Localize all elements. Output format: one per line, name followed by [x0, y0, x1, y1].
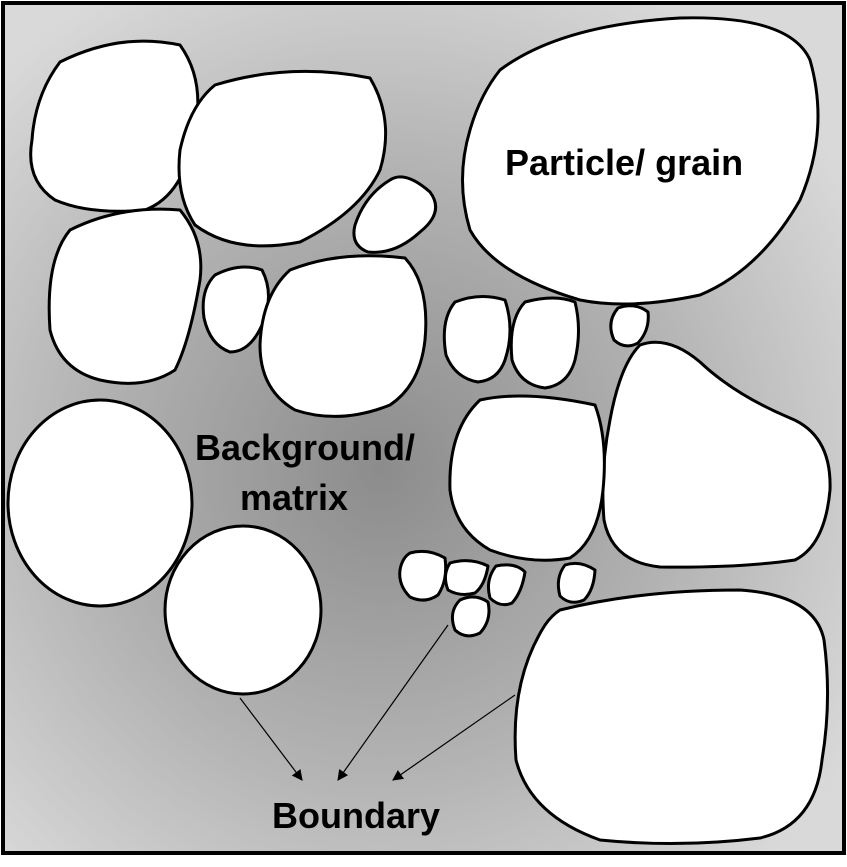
grain-round-lower-left	[163, 524, 323, 696]
boundary-arrow-right	[392, 694, 516, 781]
grain-tiny-cluster-1	[398, 549, 448, 602]
grain-top-center	[177, 69, 388, 248]
background-matrix-label-line1: Background/	[195, 427, 415, 468]
grain-tiny-right	[609, 304, 650, 348]
grain-center-lower	[448, 394, 606, 562]
background-matrix-label-line2: matrix	[240, 477, 348, 518]
grain-left-middle	[47, 207, 203, 385]
grain-tiny-right-lower	[556, 561, 597, 604]
grain-large-bottom-right	[513, 588, 830, 846]
boundary-label: Boundary	[272, 795, 440, 836]
particle-grain-label: Particle/ grain	[505, 142, 743, 183]
boundary-arrow-center	[337, 624, 449, 781]
grain-tiny-cluster-2	[443, 559, 490, 596]
grain-small-left-middle	[201, 265, 270, 354]
grain-small-top-center	[352, 175, 438, 254]
grain-center	[258, 254, 428, 418]
grain-top-left	[29, 39, 200, 213]
grain-tiny-cluster-4	[450, 595, 491, 638]
grain-large-top-right	[461, 16, 820, 306]
grain-small-center-right-1	[442, 295, 512, 384]
grain-tiny-cluster-3	[487, 563, 527, 607]
boundary-arrow-left	[239, 697, 303, 781]
grain-round-left	[6, 398, 194, 608]
grain-small-center-right-2	[509, 296, 580, 390]
